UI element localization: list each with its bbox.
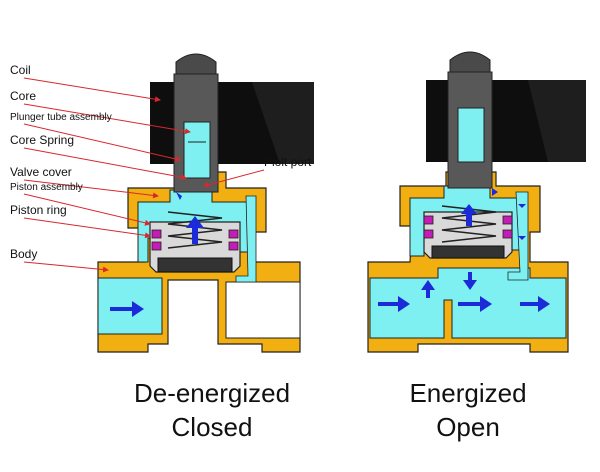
flow-arrow	[176, 192, 182, 200]
piston-ring	[151, 241, 162, 251]
flow-arrow	[518, 204, 526, 208]
caption-de-energized: De-energized Closed	[92, 376, 332, 444]
flow-arrow	[463, 272, 477, 290]
flow-arrow	[461, 204, 477, 226]
outlet-channel	[225, 281, 301, 339]
piston-ring	[228, 229, 239, 239]
stem-cap	[449, 51, 491, 73]
leader-plunger	[23, 123, 181, 162]
piston-ring	[423, 229, 434, 239]
label-piston-assembly: Piston assembly	[10, 182, 83, 193]
flow-arrow	[520, 296, 550, 312]
label-plunger: Plunger tube assembly	[10, 112, 112, 123]
plunger-core	[183, 121, 211, 179]
leader-core-spring	[23, 147, 187, 181]
label-pilot-port: Piolt port	[264, 155, 312, 169]
leader-body	[23, 261, 109, 273]
leader-coil	[23, 77, 161, 103]
label-piston-ring: Piston ring	[10, 203, 67, 217]
plunger-core	[457, 107, 485, 163]
label-core-spring: Core Spring	[10, 133, 74, 147]
annotations: Coil Core Plunger tube assembly Core Spr…	[10, 63, 312, 273]
caption-energized: Energized Open	[348, 376, 588, 444]
piston-spring	[167, 211, 223, 249]
piston-seal	[431, 245, 505, 259]
pilot-channel	[235, 195, 257, 283]
flow-arrow	[518, 236, 526, 240]
valve-open	[367, 51, 586, 353]
caption-right-line2: Open	[436, 412, 500, 442]
flow-arrow	[492, 188, 498, 196]
piston-seal	[157, 257, 233, 273]
label-core: Core	[10, 89, 36, 103]
inlet-channel	[97, 277, 163, 335]
caption-left-line2: Closed	[171, 412, 253, 442]
leader-valve-cover	[23, 179, 159, 199]
caption-right-line1: Energized	[409, 378, 527, 408]
leader-pilot-port	[203, 169, 265, 188]
caption-left-line1: De-energized	[133, 378, 291, 408]
label-body: Body	[10, 247, 37, 261]
stem-cap	[175, 53, 217, 75]
leader-piston-ring	[23, 217, 151, 239]
piston-ring	[502, 229, 513, 239]
piston-ring	[151, 229, 162, 239]
flow-arrow	[458, 296, 492, 312]
piston-ring	[423, 215, 434, 225]
piston-ring	[228, 241, 239, 251]
leader-piston-assembly	[23, 193, 151, 226]
label-coil: Coil	[10, 63, 31, 77]
piston-spring	[441, 205, 497, 243]
flow-arrow	[378, 296, 410, 312]
flow-arrow	[186, 216, 204, 244]
leader-core	[23, 103, 191, 135]
pilot-channel	[507, 191, 529, 281]
flow-arrow	[421, 280, 435, 298]
valve-closed	[97, 53, 314, 353]
coil-shade	[528, 80, 586, 162]
piston-ring	[502, 215, 513, 225]
flow-arrow	[110, 301, 144, 317]
coil-shade	[252, 82, 314, 164]
label-valve-cover: Valve cover	[10, 165, 72, 179]
